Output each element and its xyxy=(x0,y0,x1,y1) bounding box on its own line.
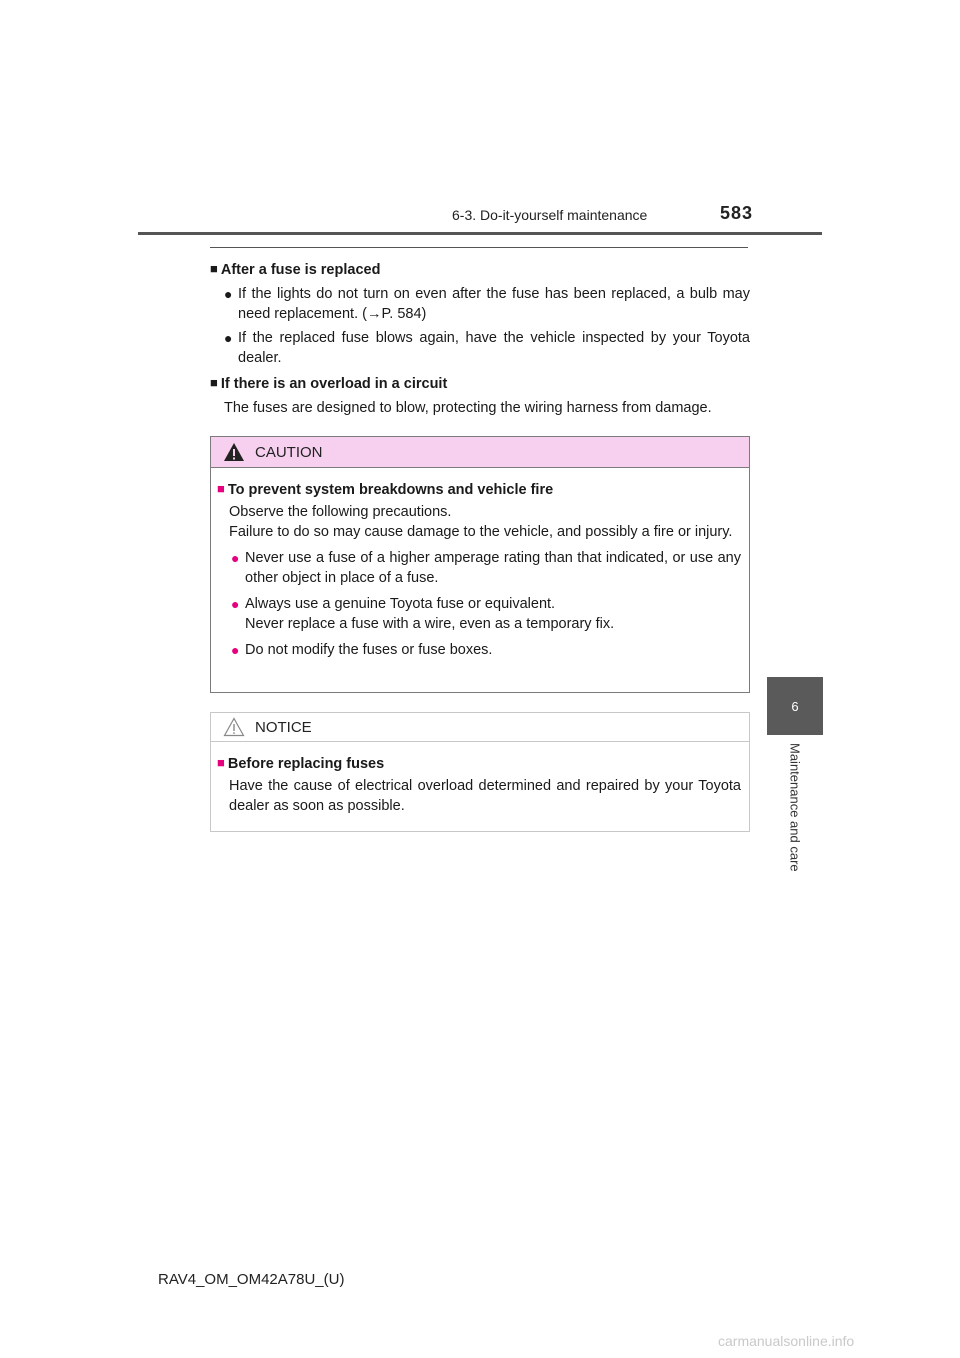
notice-body: ■Before replacing fuses Have the cause o… xyxy=(211,742,749,816)
caution-body: ■To prevent system breakdowns and vehicl… xyxy=(211,468,749,660)
section-text-overload: The fuses are designed to blow, protecti… xyxy=(224,400,712,416)
list-item: ● If the replaced fuse blows again, have… xyxy=(224,330,750,366)
chapter-tab-label-text: Maintenance and care xyxy=(787,743,803,872)
warning-triangle-icon xyxy=(224,443,244,461)
list-item: ● Never use a fuse of a higher amperage … xyxy=(231,550,741,586)
notice-label: NOTICE xyxy=(255,718,312,736)
watermark: carmanualsonline.info xyxy=(718,1333,855,1349)
content-top-rule xyxy=(210,247,748,248)
notice-header: NOTICE xyxy=(211,713,749,742)
circle-bullet-icon: ● xyxy=(224,330,233,346)
header-rule xyxy=(138,232,822,235)
list-item: ● If the lights do not turn on even afte… xyxy=(224,286,750,322)
chapter-tab-label: Maintenance and care xyxy=(767,735,823,895)
circle-bullet-icon: ● xyxy=(231,642,240,658)
circle-bullet-icon: ● xyxy=(224,286,233,302)
caution-header: CAUTION xyxy=(211,437,749,468)
caution-heading: ■To prevent system breakdowns and vehicl… xyxy=(217,481,554,498)
section-heading-overload: ■If there is an overload in a circuit xyxy=(210,375,448,392)
circle-bullet-icon: ● xyxy=(231,550,240,566)
page-number: 583 xyxy=(720,203,754,223)
caution-label: CAUTION xyxy=(255,443,323,461)
caution-intro: Observe the following precautions. xyxy=(229,504,452,520)
square-bullet-icon: ■ xyxy=(217,755,225,770)
chapter-tab-number: 6 xyxy=(767,677,823,735)
caution-box: CAUTION ■To prevent system breakdowns an… xyxy=(210,436,750,693)
square-bullet-icon: ■ xyxy=(217,481,225,496)
circle-bullet-icon: ● xyxy=(231,596,240,612)
main-content: ■After a fuse is replaced ● If the light… xyxy=(210,258,750,418)
caution-intro: Failure to do so may cause damage to the… xyxy=(229,524,733,540)
notice-text: Have the cause of electrical overload de… xyxy=(229,778,741,814)
document-code: RAV4_OM_OM42A78U_(U) xyxy=(158,1271,345,1288)
section-heading-fuse-replaced: ■After a fuse is replaced xyxy=(210,261,381,278)
notice-box: NOTICE ■Before replacing fuses Have the … xyxy=(210,712,750,832)
square-bullet-icon: ■ xyxy=(210,375,218,390)
warning-triangle-outline-icon xyxy=(223,717,245,737)
notice-heading: ■Before replacing fuses xyxy=(217,755,385,772)
list-item: ● Always use a genuine Toyota fuse or eq… xyxy=(231,596,615,632)
running-header-section: 6-3. Do-it-yourself maintenance xyxy=(452,207,648,223)
list-item: ● Do not modify the fuses or fuse boxes. xyxy=(231,642,493,658)
square-bullet-icon: ■ xyxy=(210,261,218,276)
